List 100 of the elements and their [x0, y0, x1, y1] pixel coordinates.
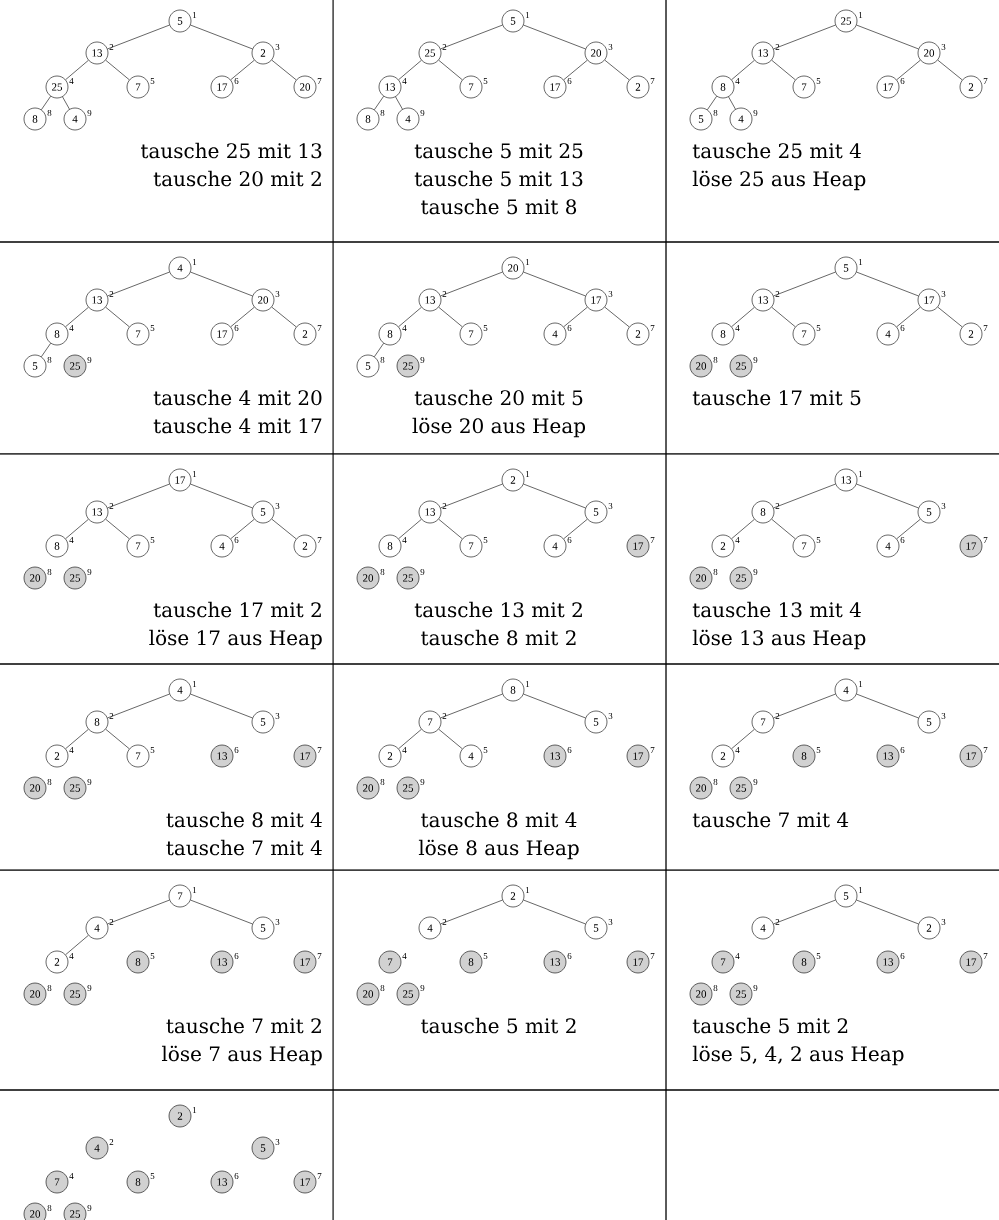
tree-edge — [728, 96, 736, 110]
index-number: 2 — [109, 1139, 114, 1145]
tree-edge — [438, 518, 463, 540]
index-number: 2 — [442, 713, 447, 719]
tree-edge — [523, 271, 586, 297]
heap-node: 25 — [729, 776, 753, 800]
index-number: 2 — [109, 713, 114, 719]
index-number: 9 — [87, 779, 92, 786]
index-number: 2 — [442, 503, 447, 509]
index-number: 5 — [150, 1173, 155, 1179]
step-caption: löse 5, 4, 2 aus Heap — [692, 1045, 904, 1066]
heap-node: 25 — [63, 566, 87, 590]
index-number: 2 — [442, 919, 447, 925]
tree-edge — [438, 306, 463, 328]
index-number: 6 — [567, 747, 572, 754]
heap-node: 5 — [356, 354, 380, 378]
index-number: 1 — [859, 471, 863, 477]
index-number: 9 — [420, 569, 425, 576]
heap-node: 2 — [626, 322, 650, 346]
heap-node: 13 — [378, 75, 402, 99]
index-number: 2 — [775, 44, 780, 50]
tree-edge — [438, 728, 463, 750]
heap-node: 4 — [834, 678, 858, 702]
index-number: 5 — [816, 325, 821, 331]
index-number: 8 — [713, 568, 718, 576]
step-caption: tausche 5 mit 2 — [421, 1017, 576, 1034]
index-number: 8 — [713, 356, 718, 364]
index-number: 8 — [380, 568, 385, 576]
heap-node: 13 — [418, 500, 442, 524]
tree-edge — [523, 24, 586, 50]
index-number: 7 — [983, 953, 988, 959]
heap-node: 17 — [959, 950, 983, 974]
index-number: 8 — [713, 778, 718, 786]
index-number: 4 — [69, 537, 74, 543]
heap-node: 2 — [711, 744, 735, 768]
heap-node: 5 — [834, 884, 858, 908]
index-number: 3 — [608, 713, 613, 720]
heap-node: 8 — [45, 322, 69, 346]
heap-node: 25 — [729, 354, 753, 378]
heap-node: 7 — [459, 75, 483, 99]
tree-edge — [604, 59, 630, 81]
heap-node: 17 — [293, 744, 317, 768]
index-number: 3 — [608, 291, 613, 298]
index-number: 9 — [420, 110, 425, 117]
tree-edge — [398, 307, 422, 327]
index-number: 6 — [567, 537, 572, 544]
heap-node: 25 — [396, 566, 420, 590]
index-number: 6 — [234, 747, 239, 754]
index-number: 4 — [735, 78, 740, 84]
index-number: 8 — [47, 778, 52, 786]
index-number: 5 — [816, 78, 821, 84]
index-number: 2 — [109, 919, 114, 925]
tree-edge — [271, 306, 297, 328]
heap-node: 17 — [293, 1170, 317, 1194]
index-number: 9 — [753, 569, 758, 576]
tree-edge — [438, 59, 463, 81]
tree-edge — [563, 306, 588, 328]
index-number: 7 — [650, 325, 655, 331]
index-number: 1 — [859, 681, 863, 687]
heap-node: 25 — [396, 982, 420, 1006]
index-number: 4 — [735, 747, 740, 753]
tree-edge — [440, 483, 503, 509]
heap-node: 5 — [251, 1136, 275, 1160]
index-number: 1 — [526, 471, 530, 477]
index-number: 3 — [941, 44, 946, 51]
heap-node: 8 — [792, 744, 816, 768]
index-number: 6 — [234, 953, 239, 960]
index-number: 4 — [402, 953, 407, 959]
index-number: 9 — [753, 110, 758, 117]
index-number: 9 — [753, 779, 758, 786]
tree-edge — [398, 60, 422, 80]
heap-node: 13 — [85, 500, 109, 524]
heap-node: 4 — [85, 916, 109, 940]
heap-node: 20 — [23, 982, 47, 1006]
index-number: 1 — [859, 12, 863, 18]
heap-node: 8 — [378, 534, 402, 558]
index-number: 7 — [317, 1173, 322, 1179]
tree-edge — [230, 306, 255, 328]
tree-edge — [896, 59, 921, 81]
tree-edge — [398, 519, 422, 539]
heap-node: 13 — [876, 744, 900, 768]
step-caption: tausche 5 mit 13 — [414, 170, 583, 187]
tree-edge — [440, 899, 503, 925]
index-number: 8 — [47, 356, 52, 364]
heap-node: 8 — [378, 322, 402, 346]
index-number: 9 — [87, 110, 92, 117]
heap-node: 17 — [626, 744, 650, 768]
index-number: 4 — [735, 537, 740, 543]
tree-edge — [523, 693, 586, 719]
step-caption: löse 20 aus Heap — [412, 417, 586, 438]
heap-node: 8 — [792, 950, 816, 974]
heap-node: 17 — [959, 534, 983, 558]
heap-node: 5 — [834, 256, 858, 280]
tree-edge — [731, 307, 755, 327]
index-number: 3 — [941, 919, 946, 926]
heap-node: 8 — [23, 107, 47, 131]
index-number: 9 — [420, 985, 425, 992]
heap-node: 7 — [126, 534, 150, 558]
tree-edge — [65, 729, 89, 749]
heap-node: 5 — [584, 916, 608, 940]
